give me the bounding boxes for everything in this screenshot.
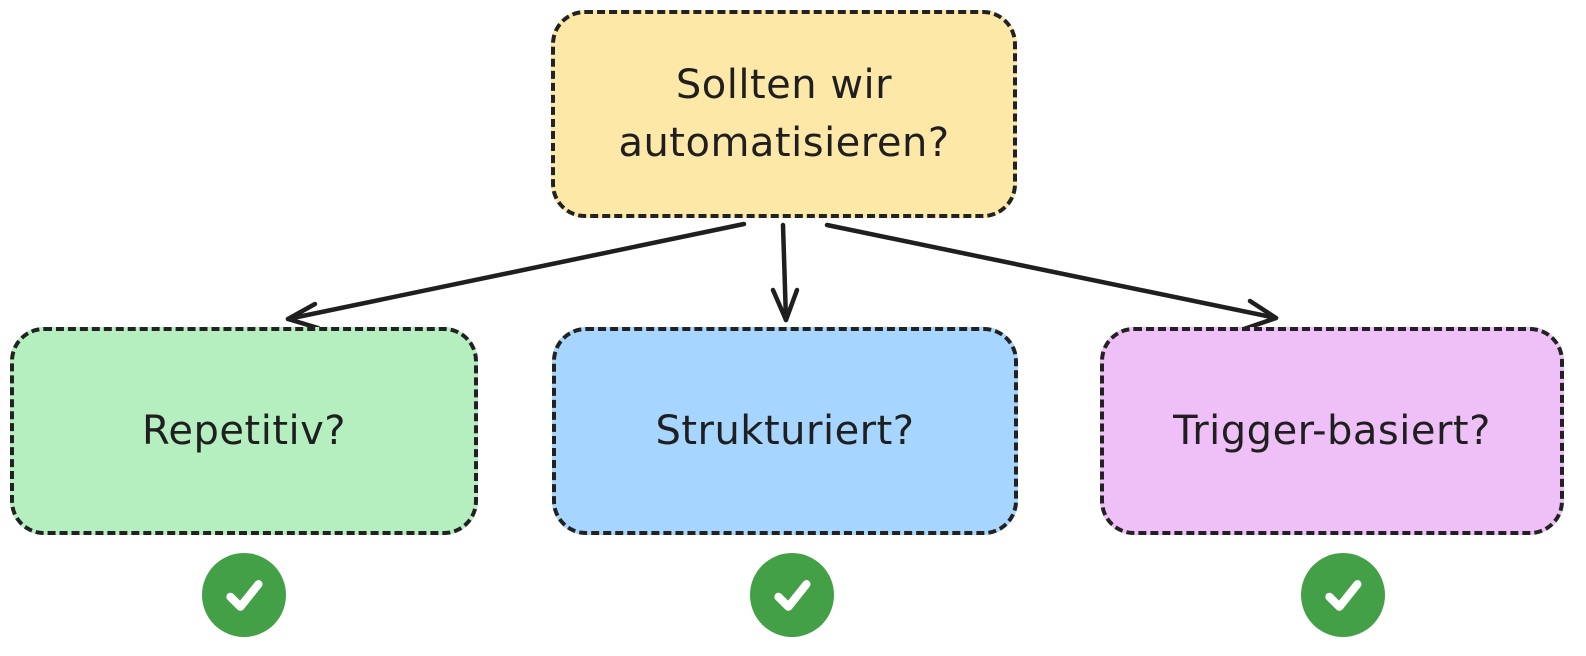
- check-mark-icon: [774, 580, 811, 611]
- edge-to-repetitiv: [285, 221, 747, 331]
- check-icon: [750, 553, 834, 637]
- check-icon: [202, 553, 286, 637]
- criterion-node-trigger-basiert: Trigger-basiert?: [1100, 327, 1564, 535]
- edge-line-right: [824, 222, 1279, 321]
- edge-line-left: [285, 221, 747, 322]
- arrowhead-right-icon: [1241, 298, 1279, 332]
- root-question-node: Sollten wir automatisieren?: [551, 10, 1017, 218]
- criterion-node-strukturiert: Strukturiert?: [552, 327, 1018, 535]
- criterion-label-repetitiv: Repetitiv?: [141, 408, 347, 454]
- edge-to-trigger-basiert: [824, 222, 1279, 332]
- edge-to-strukturiert: [770, 222, 800, 323]
- check-mark-icon: [226, 580, 263, 611]
- arrowhead-left-icon: [285, 301, 321, 331]
- criterion-label-strukturiert: Strukturiert?: [655, 408, 915, 454]
- arrowhead-middle-icon: [770, 287, 800, 323]
- check-mark-icon: [1325, 580, 1362, 611]
- edge-line-middle: [780, 222, 789, 323]
- root-question-label: Sollten wir automatisieren?: [618, 62, 950, 166]
- criterion-node-repetitiv: Repetitiv?: [10, 327, 478, 535]
- check-icon: [1301, 553, 1385, 637]
- criterion-label-trigger-basiert: Trigger-basiert?: [1173, 408, 1491, 454]
